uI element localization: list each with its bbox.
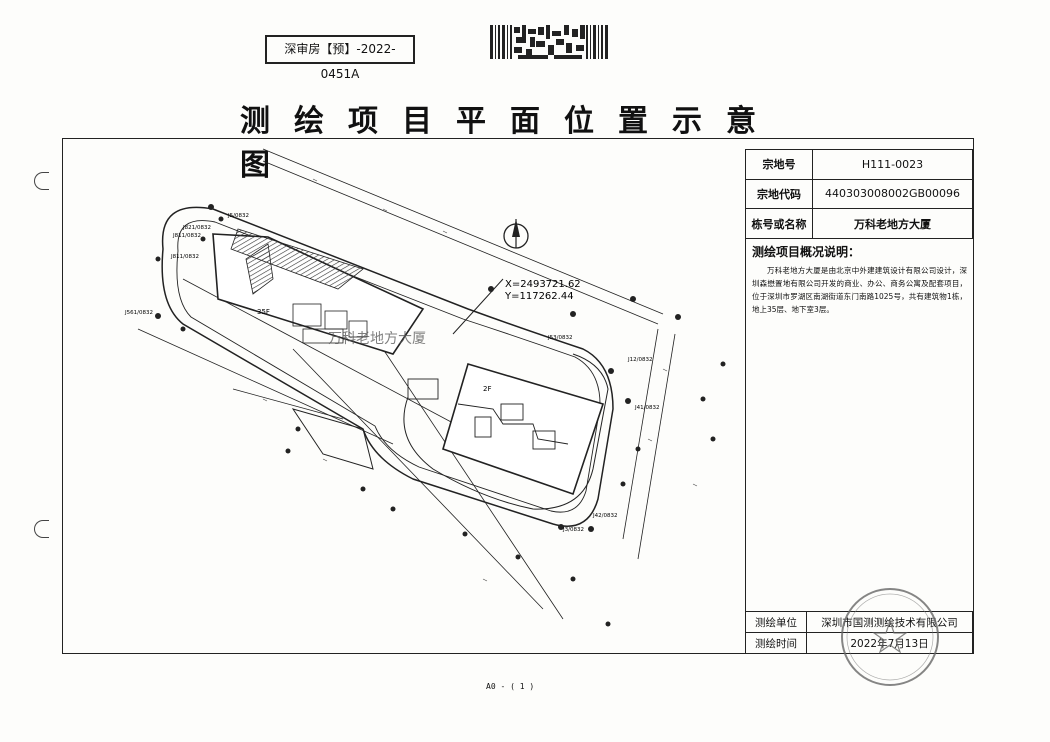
reference-number: 深审房【预】-2022-0451A — [284, 42, 396, 81]
row-label: 宗地代码 — [745, 178, 813, 210]
barcode-icon — [490, 25, 608, 59]
core-outline — [500, 403, 524, 421]
coordinate-x: X=2493721.62 — [505, 279, 581, 290]
core-outline — [348, 320, 368, 338]
table-row: 栋号或名称 万科老地方大厦 — [745, 208, 973, 239]
page-title: 测绘项目平面位置示意图 — [240, 104, 780, 183]
coordinate-y: Y=117262.44 — [504, 291, 574, 302]
row-label: 测绘单位 — [745, 611, 807, 633]
tower-floor-label: 35F — [257, 308, 270, 316]
hatched-area — [245, 243, 274, 295]
row-label: 栋号或名称 — [745, 208, 813, 239]
hatched-area — [230, 228, 364, 290]
station-label: J42/0832 — [592, 513, 617, 519]
drawing-frame — [62, 138, 974, 654]
row-label: 测绘时间 — [745, 632, 807, 654]
parcel-info-table: 宗地号 H111-0023 宗地代码 440303008002GB00096 栋… — [745, 149, 973, 239]
control-points — [155, 204, 726, 627]
core-outline — [474, 416, 492, 438]
station-label: J561/0832 — [124, 310, 153, 316]
station-label: J811/0832 — [170, 254, 199, 260]
road-edge — [137, 148, 676, 620]
podium-floor-label: 2F — [483, 385, 491, 393]
row-label: 宗地号 — [745, 149, 813, 180]
description-heading: 测绘项目概况说明： — [752, 245, 861, 259]
leader-line — [452, 278, 504, 335]
official-seal-icon — [841, 588, 939, 686]
reference-number-box: 深审房【预】-2022-0451A — [265, 35, 415, 81]
description-body: 万科老地方大厦是由北京中外建建筑设计有限公司设计，深圳森懋置地有限公司开发的商业… — [752, 266, 967, 314]
row-value: 万科老地方大厦 — [812, 208, 973, 239]
station-label: J3/0832 — [562, 527, 584, 533]
north-arrow-icon — [503, 219, 529, 249]
station-label: J53/0832 — [547, 335, 572, 341]
podium-footprint — [442, 363, 605, 496]
core-outline — [302, 328, 344, 344]
row-value: H111-0023 — [812, 149, 973, 180]
podium-outline — [457, 403, 569, 445]
table-row: 宗地号 H111-0023 — [745, 149, 973, 180]
station-label: J811/0832 — [172, 233, 201, 239]
site-boundary — [161, 206, 614, 527]
station-label: J5/0832 — [227, 213, 249, 219]
station-label: J41/0832 — [634, 405, 659, 411]
page-number: A0 - ( 1 ) — [486, 682, 535, 691]
table-row: 宗地代码 440303008002GB00096 — [745, 178, 973, 210]
adjacent-building — [291, 408, 374, 470]
core-outline — [532, 430, 556, 450]
watermark-label: 万科老地方大厦 — [328, 331, 426, 347]
table-row: 测绘时间 2022年7月13日 — [745, 632, 973, 654]
driveway — [403, 353, 609, 510]
row-value: 440303008002GB00096 — [812, 178, 973, 210]
core-outline — [292, 303, 322, 327]
gate-house — [407, 378, 439, 400]
project-description: 测绘项目概况说明： 万科老地方大厦是由北京中外建建筑设计有限公司设计，深圳森懋置… — [745, 239, 973, 611]
station-label: J821/0832 — [182, 225, 211, 231]
punch-hole — [34, 172, 49, 190]
station-label: J12/0832 — [627, 357, 652, 363]
punch-hole — [34, 520, 49, 538]
site-plan-map: 35F 2F X=2493721.62 Y=117262.44 万科老地方大厦 … — [124, 148, 726, 627]
